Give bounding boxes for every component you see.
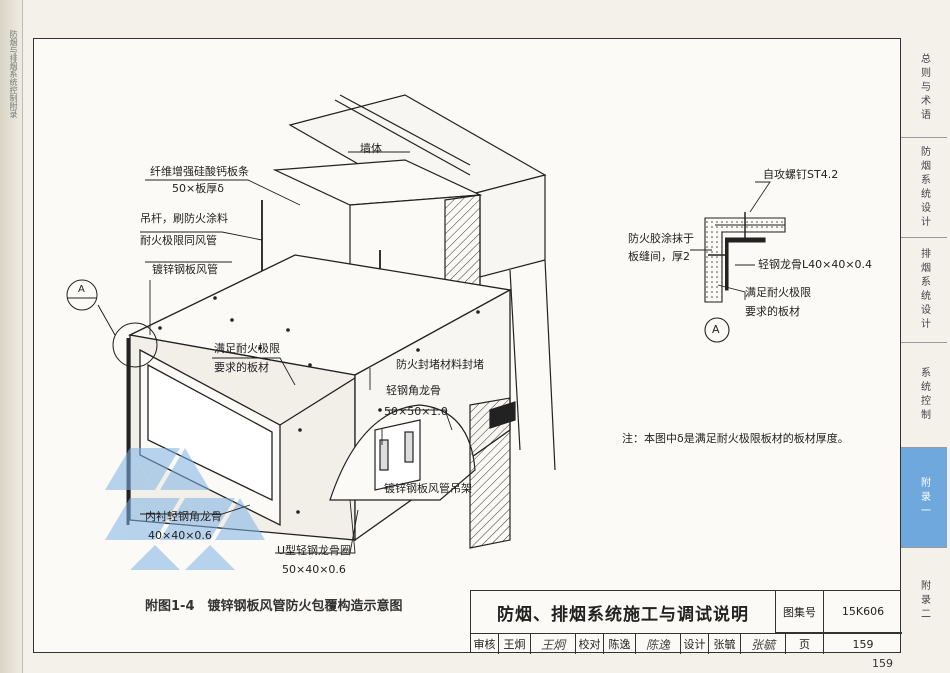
- figure-caption: 附图1-4 镀锌钢板风管防火包覆构造示意图: [145, 599, 403, 614]
- tab-system-control[interactable]: 系统控制: [901, 343, 947, 448]
- detail-label-board-2: 要求的板材: [745, 305, 800, 318]
- tab-general[interactable]: 总则与术语: [901, 38, 947, 138]
- label-u-keel: U型轻钢龙骨圈: [277, 544, 352, 557]
- detail-mark: A: [712, 323, 720, 336]
- detail-label-board: 满足耐火极限: [745, 286, 811, 299]
- label-angle-keel: 轻钢角龙骨: [386, 384, 441, 397]
- label-board-requirement: 满足耐火极限: [214, 342, 280, 355]
- label-wall: 墙体: [360, 142, 382, 155]
- label-fiber-board: 纤维增强硅酸钙板条: [150, 165, 249, 178]
- label-hanger-rating: 耐火极限同风管: [140, 234, 217, 247]
- page-number-cell: 159: [852, 637, 874, 651]
- fiber-board-strip: [272, 159, 483, 291]
- spine-text: 防烟与排烟系统控制附录: [9, 30, 18, 118]
- duct-screws: [158, 296, 480, 514]
- leader-lines: [140, 151, 471, 554]
- title-block-title: 防烟、排烟系统施工与调试说明: [471, 591, 776, 633]
- book-spine: 防烟与排烟系统控制附录: [0, 0, 23, 673]
- title-block-signatures: 审核 王炯 王炯 校对 陈逸 陈逸 设计 张毓 张毓 页 159: [471, 633, 902, 654]
- chapter-tabs: 总则与术语 防烟系统设计 排烟系统设计 系统控制 附录一 附录二: [901, 38, 947, 653]
- tab-appendix-2[interactable]: 附录二: [918, 579, 930, 622]
- page-number: 159: [872, 657, 893, 670]
- review-name: 王炯: [499, 634, 531, 654]
- note-text: 注：本图中δ是满足耐火极限板材的板材厚度。: [622, 432, 849, 445]
- fire-seal: [469, 397, 516, 549]
- label-angle-keel-size: 50×50×1.0: [384, 405, 448, 418]
- design-name: 张毓: [709, 634, 741, 654]
- title-block: 防烟、排烟系统施工与调试说明 图集号 15K606 审核 王炯 王炯 校对 陈逸…: [470, 590, 902, 654]
- atlas-label: 图集号: [776, 591, 824, 633]
- label-duct-hanger: 镀锌钢板风管吊架: [384, 482, 472, 495]
- label-board-requirement-2: 要求的板材: [214, 361, 269, 374]
- detail-a: [690, 181, 786, 343]
- design-signature: 张毓: [741, 634, 786, 654]
- tab-appendix-1[interactable]: 附录一: [901, 448, 947, 548]
- review-signature: 王炯: [531, 634, 576, 654]
- detail-label-glue: 防火胶涂抹于: [628, 232, 694, 245]
- callout-label: A: [78, 284, 85, 295]
- callout-circle: [66, 279, 158, 368]
- design-label: 设计: [681, 634, 709, 654]
- detail-label-screw: 自攻螺钉ST4.2: [763, 168, 839, 181]
- label-inner-keel-size: 40×40×0.6: [148, 529, 212, 542]
- label-fiber-board-size: 50×板厚δ: [172, 182, 224, 195]
- label-fire-seal: 防火封堵材料封堵: [396, 358, 484, 371]
- label-inner-keel: 内衬轻钢角龙骨: [145, 510, 222, 523]
- duct-box: [126, 254, 512, 542]
- tab-smoke-exhaust[interactable]: 排烟系统设计: [901, 238, 947, 343]
- page-label: 页: [786, 634, 824, 654]
- check-name: 陈逸: [604, 634, 636, 654]
- check-signature: 陈逸: [636, 634, 681, 654]
- atlas-number: 15K606: [824, 591, 902, 633]
- detail-label-glue-2: 板缝间，厚2: [628, 250, 690, 263]
- detail-label-keel: 轻钢龙骨L40×40×0.4: [758, 258, 873, 271]
- check-label: 校对: [576, 634, 604, 654]
- tab-smoke-prevention[interactable]: 防烟系统设计: [901, 138, 947, 238]
- cutaway-section: [329, 404, 476, 501]
- review-label: 审核: [471, 634, 499, 654]
- label-hanger-rod: 吊杆，刷防火涂料: [140, 212, 228, 225]
- label-u-keel-size: 50×40×0.6: [282, 563, 346, 576]
- watermark-logo: [105, 448, 265, 570]
- label-duct: 镀锌钢板风管: [152, 263, 218, 276]
